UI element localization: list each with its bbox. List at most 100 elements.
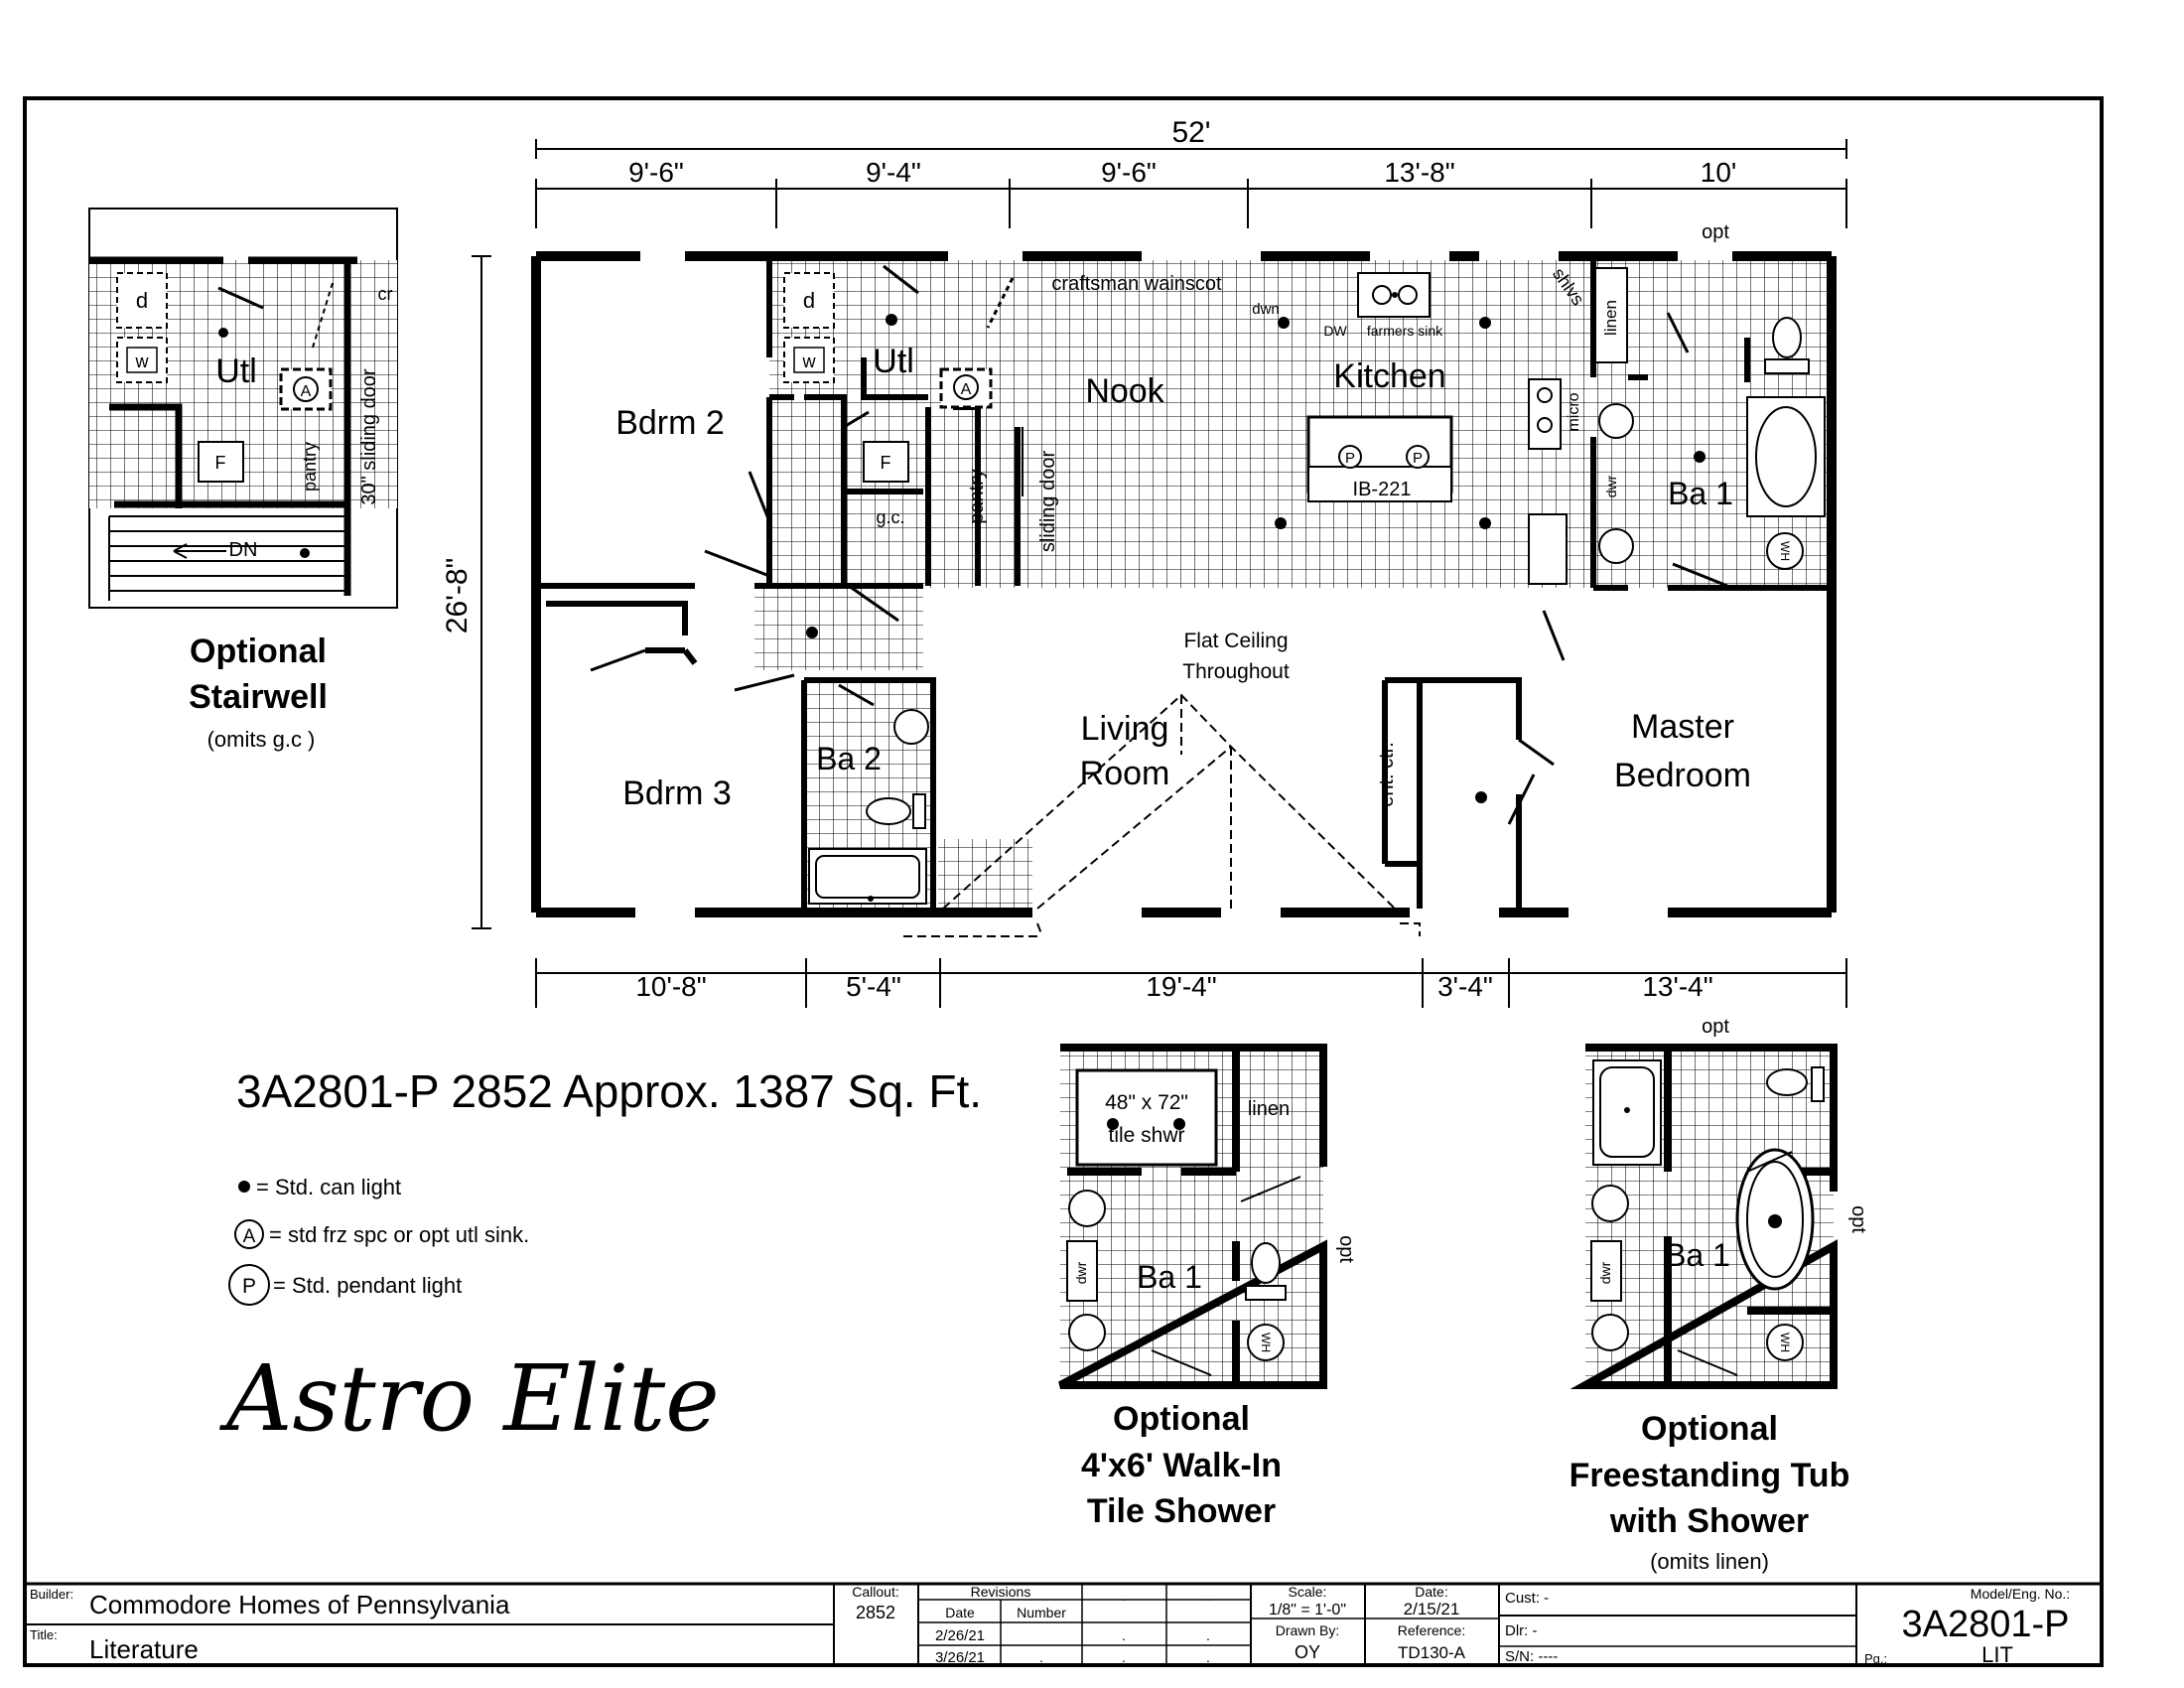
opt-tub-ba1: Ba 1	[1665, 1237, 1730, 1273]
rev-date-2: 3/26/21	[935, 1649, 985, 1666]
stairwell-title-1: Optional	[190, 633, 327, 670]
can-light	[1275, 517, 1287, 529]
nook-kitchen-tile	[978, 260, 1593, 588]
optional-freestanding-tub: dwr Ba 1 WH opt	[1570, 1044, 1869, 1389]
utility-label: Utl	[873, 343, 914, 380]
stairwell-sliding-door: 30" sliding door	[358, 368, 380, 505]
dim-top-5: 10'	[1701, 157, 1737, 188]
svg-text:cr: cr	[378, 284, 393, 304]
svg-text:d: d	[136, 288, 148, 313]
shower-tile: tile shwr	[1108, 1124, 1184, 1147]
opt-tub-title-2: Freestanding Tub	[1570, 1457, 1850, 1494]
ba1-label: Ba 1	[1668, 476, 1733, 511]
svg-text:P: P	[1413, 450, 1423, 467]
bdrm3-label: Bdrm 3	[622, 774, 732, 812]
rev-number-col: Number	[1017, 1605, 1066, 1620]
svg-text:WH: WH	[1259, 1333, 1273, 1352]
interior-walls	[536, 256, 1832, 909]
svg-text:opt: opt	[1847, 1205, 1869, 1233]
throughout-label: Throughout	[1182, 660, 1290, 683]
opt-tub-title-1: Optional	[1641, 1410, 1778, 1448]
legend-a-symbol	[234, 1219, 264, 1249]
can-light	[806, 627, 818, 638]
dryer	[783, 272, 835, 329]
svg-text:F: F	[215, 453, 226, 473]
dwn-label: dwn	[1252, 301, 1280, 318]
sink-bowl	[1598, 528, 1634, 564]
svg-text:.: .	[1206, 1627, 1210, 1643]
svg-text:P: P	[242, 1275, 256, 1298]
water-heater	[1766, 532, 1804, 570]
svg-text:.: .	[1122, 1627, 1126, 1643]
hall-tile	[754, 586, 923, 670]
dim-top-4: 13'-8"	[1384, 157, 1454, 188]
washer-label: w	[802, 352, 817, 371]
toilet	[1772, 317, 1802, 358]
can-light	[1694, 451, 1706, 463]
svg-text:.: .	[1206, 1649, 1210, 1665]
dim-bottom-3: 19'-4"	[1146, 971, 1216, 1002]
pendant-light	[1406, 445, 1430, 469]
rev-date-1: 2/26/21	[935, 1627, 985, 1644]
ba2-tub	[808, 848, 927, 905]
legend-p-symbol	[228, 1264, 270, 1306]
legend-text-3: = Std. pendant light	[273, 1273, 462, 1298]
svg-text:linen: linen	[1248, 1098, 1290, 1120]
door-swings	[590, 264, 1728, 825]
ba2-sink	[893, 709, 929, 745]
opt-tub-title-3: with Shower	[1609, 1502, 1809, 1540]
scale-label: Scale:	[1289, 1584, 1327, 1600]
ba2-toilet	[866, 797, 911, 825]
can-light	[868, 896, 874, 902]
dlr-value: Dlr: -	[1505, 1622, 1538, 1639]
svg-text:A: A	[243, 1226, 256, 1247]
pg-label: Pg.:	[1864, 1651, 1887, 1666]
sink-bowl	[1598, 403, 1634, 439]
legend-text-1: = Std. can light	[256, 1175, 401, 1199]
washer	[783, 337, 835, 383]
can-light	[886, 314, 897, 326]
svg-text:WH: WH	[1778, 541, 1792, 561]
opt-shower-ba1: Ba 1	[1137, 1259, 1202, 1295]
can-light	[1278, 317, 1290, 329]
cust-value: Cust: -	[1505, 1590, 1549, 1607]
dim-bottom-5: 13'-4"	[1642, 971, 1712, 1002]
sheet-border	[23, 96, 2104, 1667]
scale-value: 1/8" = 1'-0"	[1269, 1602, 1346, 1618]
legend-text-2b: = std frz spc or opt utl sink.	[269, 1222, 529, 1247]
dim-bottom-1: 10'-8"	[635, 971, 706, 1002]
builder-value: Commodore Homes of Pennsylvania	[89, 1590, 510, 1619]
furnace-label: F	[881, 453, 891, 473]
linen-label: linen	[1601, 300, 1620, 336]
tub	[1746, 396, 1826, 517]
date-value: 2/15/21	[1404, 1600, 1460, 1618]
svg-text:A: A	[301, 383, 312, 400]
main-floor-plan: d w Utl A F g.c. pantry sliding door cra…	[531, 251, 1837, 937]
flat-ceiling-label: Flat Ceiling	[1183, 630, 1288, 652]
craftsman-label: craftsman wainscot	[1051, 273, 1222, 295]
legend-dot	[238, 1181, 250, 1193]
svg-text:dwr: dwr	[1597, 1261, 1613, 1284]
optional-walkin-shower: 48" x 72" tile shwr linen dwr Ba 1 WH op…	[1058, 1044, 1357, 1389]
drawn-label: Drawn By:	[1276, 1622, 1340, 1638]
bdrm2-label: Bdrm 2	[615, 404, 725, 442]
rev-date-col: Date	[945, 1605, 975, 1620]
fridge	[1528, 513, 1568, 585]
svg-text:.: .	[1122, 1588, 1126, 1604]
bedroom-label: Bedroom	[1614, 757, 1751, 794]
date-label: Date:	[1415, 1584, 1447, 1600]
nook-label: Nook	[1085, 372, 1164, 410]
dwr-label: dwr	[1603, 475, 1619, 497]
dim-top-1: 9'-6"	[628, 157, 684, 188]
opt-shower-title-2: 4'x6' Walk-In	[1081, 1447, 1282, 1484]
micro-label: micro	[1566, 392, 1582, 431]
callout-label: Callout:	[852, 1584, 898, 1600]
svg-text:opt: opt	[1335, 1235, 1357, 1263]
dim-top-3: 9'-6"	[1101, 157, 1157, 188]
living-label: Living	[1081, 710, 1169, 748]
dim-top-2: 9'-4"	[866, 157, 921, 188]
callout-value: 2852	[856, 1603, 895, 1622]
stairwell-utl: Utl	[215, 352, 257, 390]
ceiling-lines	[903, 693, 1421, 937]
pendant-light	[1338, 445, 1362, 469]
